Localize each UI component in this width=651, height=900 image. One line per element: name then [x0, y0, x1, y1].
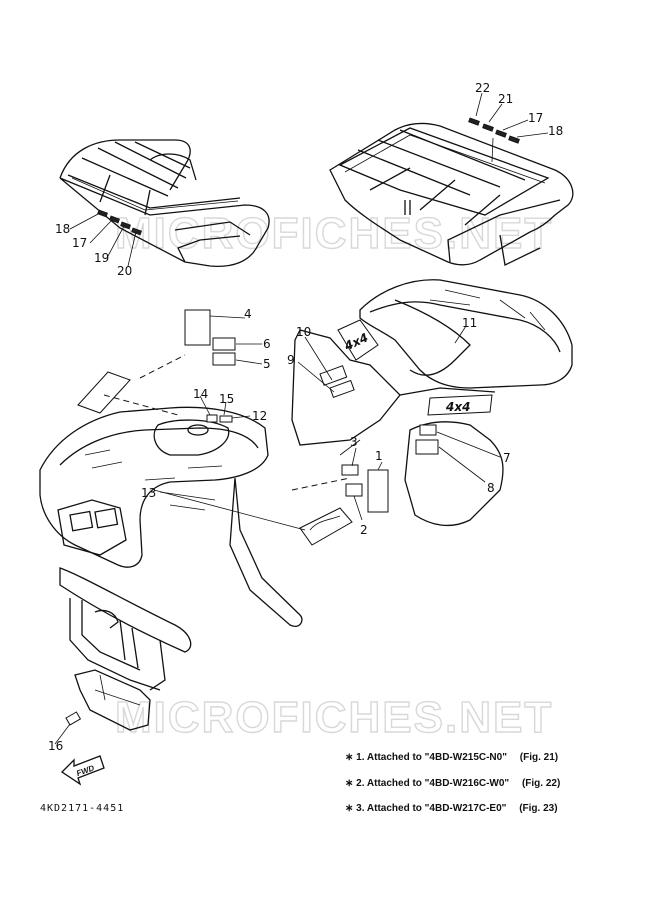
rear-carrier-rack [329, 117, 574, 266]
callout-17-front: 17 [72, 236, 87, 250]
decal-15 [219, 415, 233, 423]
callout-17-rear: 17 [528, 111, 543, 125]
note-1: ∗ 1. Attached to "4BD-W215C-N0" (Fig. 21… [345, 752, 558, 763]
decal-8 [415, 439, 439, 455]
decal-10 [329, 379, 355, 399]
callout-1: 1 [375, 449, 383, 463]
decal-2 [345, 483, 363, 497]
callout-14: 14 [193, 387, 208, 401]
callout-15: 15 [219, 392, 234, 406]
front-rack-label-17 [109, 215, 120, 224]
callout-8: 8 [487, 481, 495, 495]
decal-6 [212, 337, 236, 351]
callout-5: 5 [263, 357, 271, 371]
front-rack-label-18 [97, 209, 108, 218]
callout-18-rear: 18 [548, 124, 563, 138]
decal-4x4-rear-top [337, 319, 379, 361]
decal-16 [65, 711, 82, 726]
decal-5 [212, 352, 236, 366]
callout-2: 2 [360, 523, 368, 537]
callout-6: 6 [263, 337, 271, 351]
watermark-bottom: MICROFICHES.NET [115, 693, 553, 742]
note-2: ∗ 2. Attached to "4BD-W216C-W0" (Fig. 22… [345, 778, 560, 789]
callout-19: 19 [94, 251, 109, 265]
callout-20: 20 [117, 264, 132, 278]
callout-16: 16 [48, 739, 63, 753]
decal-4 [184, 309, 211, 346]
rear-rack-label-17 [495, 129, 507, 138]
decal-9 [319, 365, 348, 386]
fwd-arrow-icon: FWD [60, 755, 105, 786]
note-1-text: ∗ 1. Attached to "4BD-W215C-N0" [345, 752, 507, 763]
decal-4x4-rear-side [427, 394, 493, 416]
rear-rack-label-22 [468, 117, 480, 126]
decal-13 [299, 507, 353, 546]
note-1-fig: (Fig. 21) [519, 752, 559, 763]
callout-21: 21 [498, 92, 513, 106]
rear-rack-label-21 [482, 123, 494, 132]
catalog-number: 4KD2171-4451 [40, 803, 125, 814]
fwd-arrow-label: FWD [75, 763, 95, 778]
callout-10: 10 [296, 325, 311, 339]
callout-7: 7 [503, 451, 511, 465]
decal-front-left [77, 371, 131, 414]
note-3: ∗ 3. Attached to "4BD-W217C-E0" (Fig. 23… [345, 803, 558, 814]
front-bumper [59, 567, 192, 731]
note-3-fig: (Fig. 23) [519, 803, 558, 814]
rear-rack-label-18 [508, 135, 520, 144]
callout-13: 13 [141, 486, 156, 500]
callout-18-front: 18 [55, 222, 70, 236]
note-2-fig: (Fig. 22) [521, 778, 561, 789]
front-carrier-rack [59, 139, 270, 268]
callout-4: 4 [244, 307, 252, 321]
front-rack-label-19 [120, 221, 131, 230]
callout-3: 3 [350, 435, 358, 449]
callout-9: 9 [287, 353, 295, 367]
rear-fender: 4x4 4x4 [291, 279, 573, 527]
callout-11: 11 [462, 316, 477, 330]
watermark-top: MICROFICHES.NET [115, 209, 553, 258]
note-3-text: ∗ 3. Attached to "4BD-W217C-E0" [345, 803, 507, 814]
front-fender [39, 406, 353, 627]
decal-1 [367, 469, 389, 513]
note-2-text: ∗ 2. Attached to "4BD-W216C-W0" [345, 778, 510, 789]
decal-3 [341, 464, 359, 476]
decal-7 [419, 424, 437, 436]
decal-14 [206, 414, 218, 423]
callout-22: 22 [475, 81, 490, 95]
callout-12: 12 [252, 409, 267, 423]
decal-4x4-rear-side-text: 4x4 [445, 400, 470, 414]
